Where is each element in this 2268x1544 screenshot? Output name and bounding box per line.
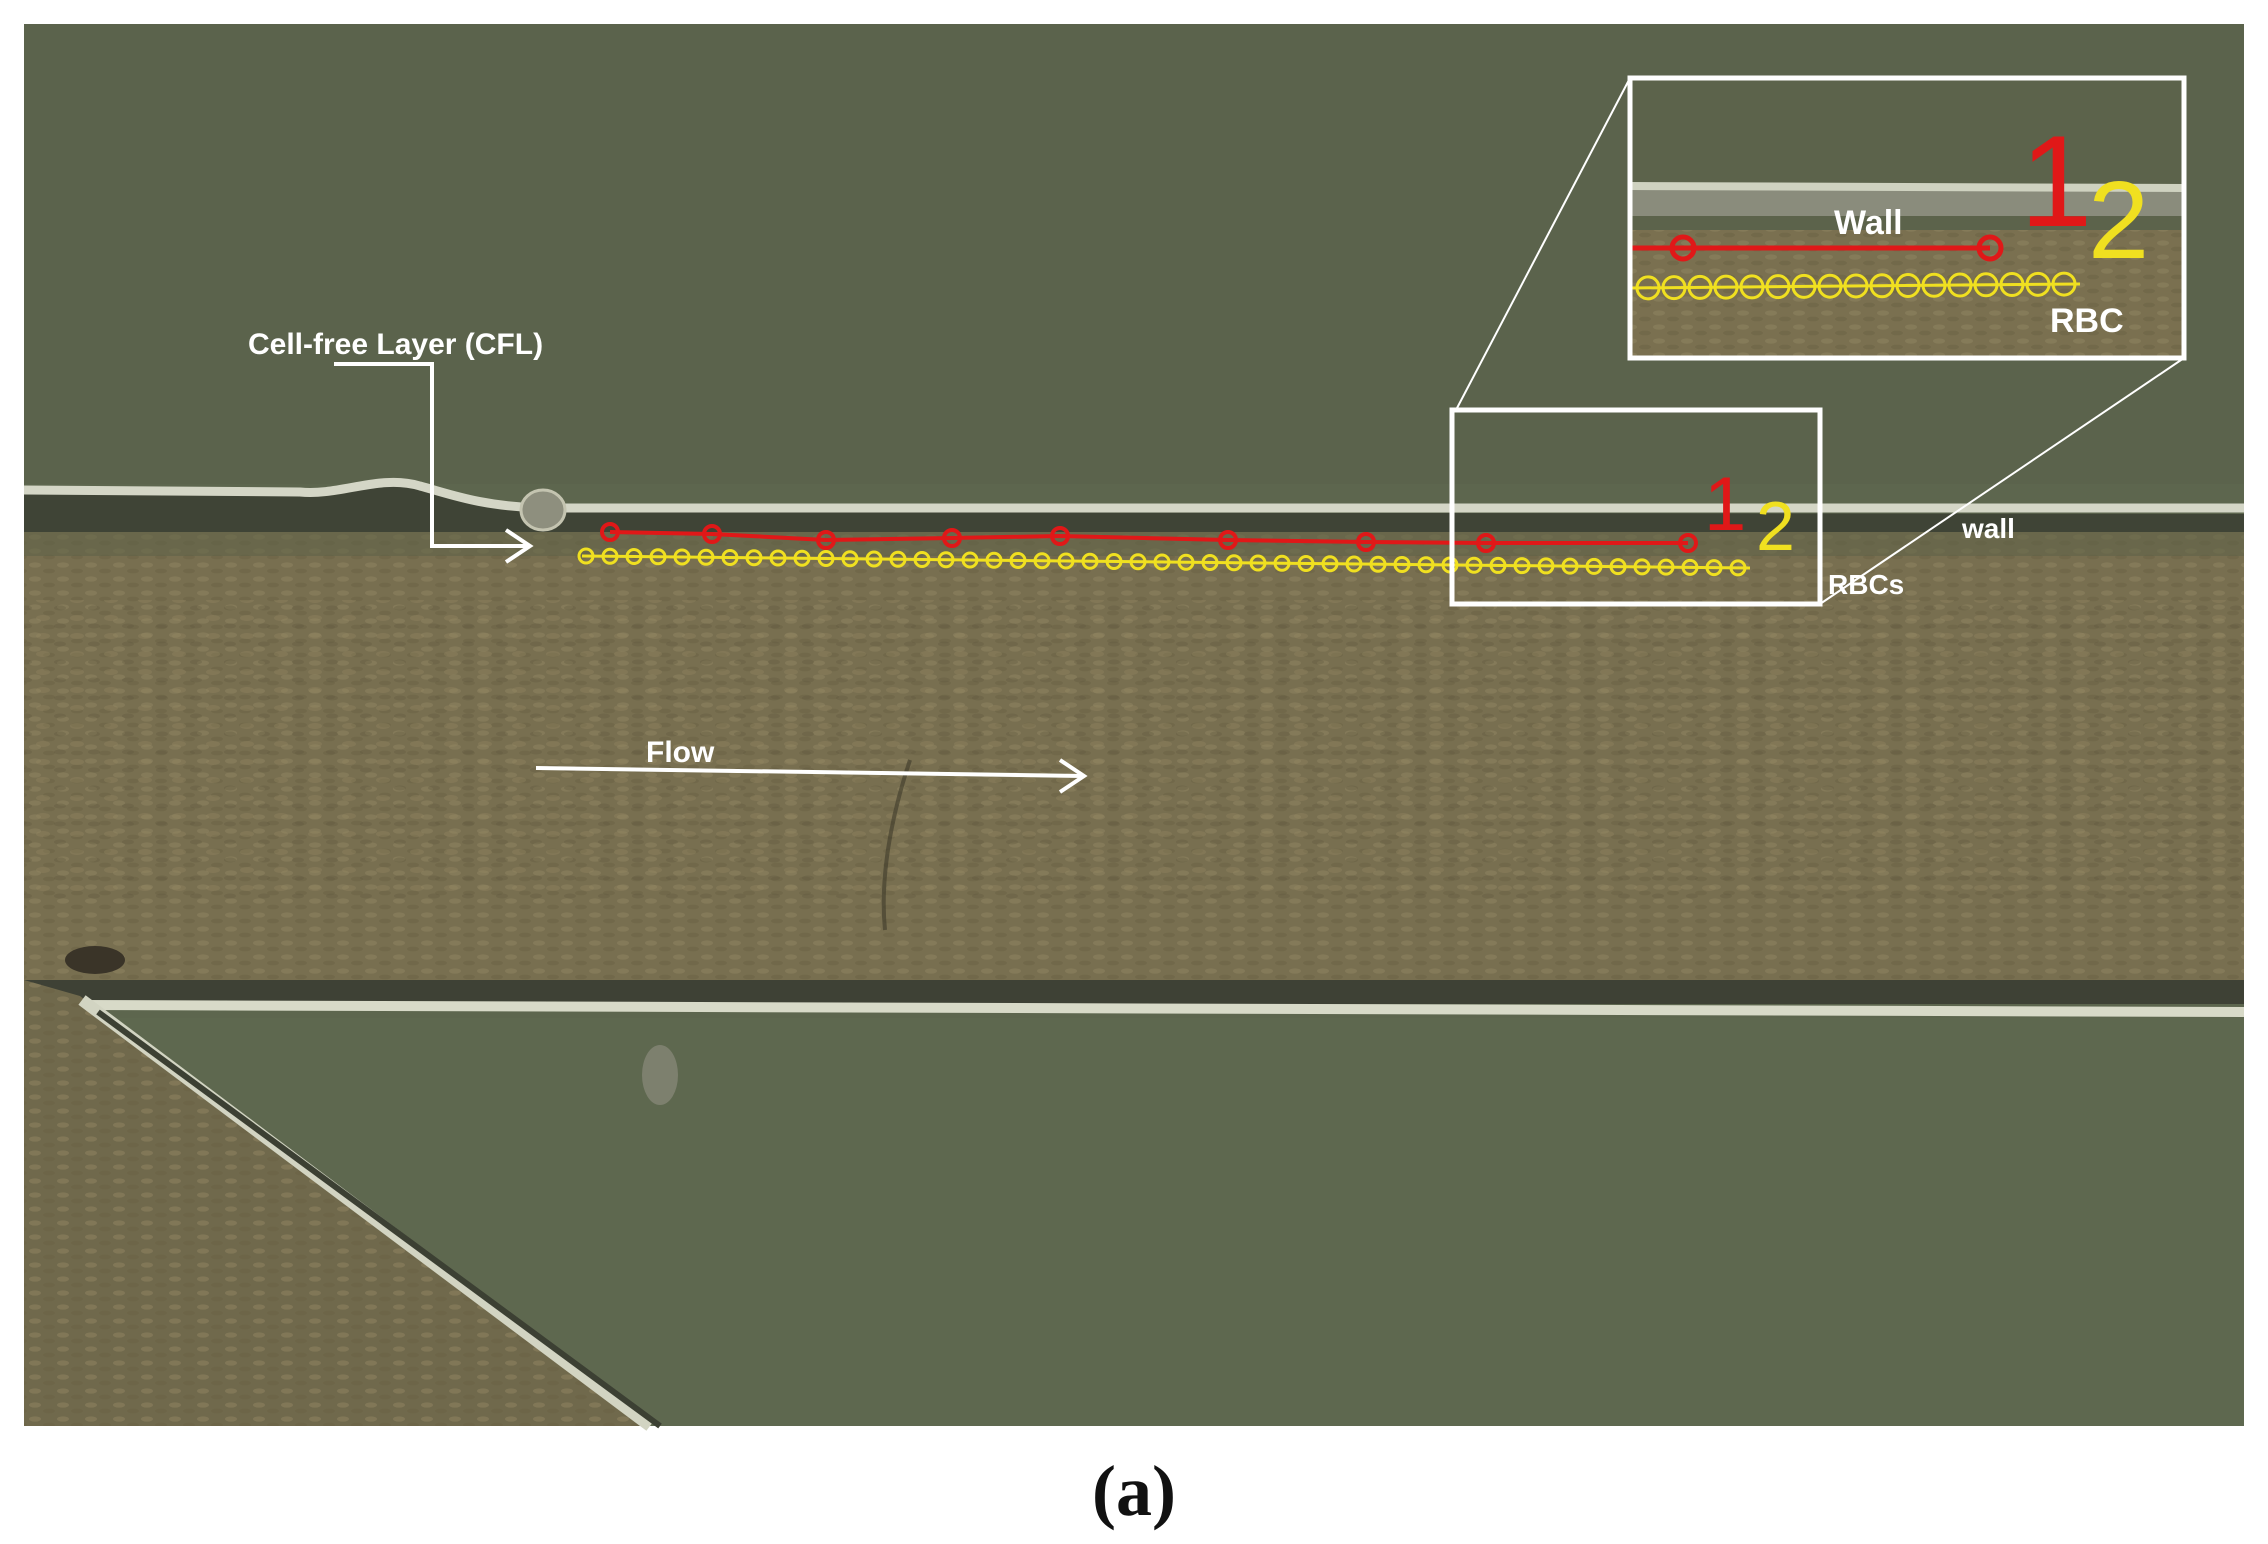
line-2-label: 2 — [1756, 487, 1795, 565]
wall-label: wall — [1961, 513, 2015, 544]
rbc-marker — [1105, 552, 1123, 570]
rbc-marker — [913, 551, 931, 569]
debris — [642, 1045, 678, 1105]
figure-caption: (a) — [0, 1450, 2268, 1533]
rbc-marker — [1321, 555, 1339, 573]
rbc-marker — [1225, 554, 1243, 572]
inset-rbc-marker — [2025, 271, 2051, 297]
caption-close-paren: ) — [1152, 1451, 1176, 1531]
rbc-marker — [1633, 558, 1651, 576]
rbc-marker — [937, 551, 955, 569]
rbc-marker — [1297, 554, 1315, 572]
inset-rbc-marker — [1999, 272, 2025, 298]
rbc-marker — [865, 550, 883, 568]
rbc-marker — [577, 547, 595, 565]
rbc-marker — [625, 548, 643, 566]
zoom-inset — [1630, 78, 2184, 358]
rbc-marker — [1489, 556, 1507, 574]
rbc-marker — [1201, 553, 1219, 571]
caption-letter: a — [1116, 1451, 1152, 1531]
inset-wall-label: Wall — [1834, 204, 1903, 242]
inset-rbc-marker — [2051, 271, 2077, 297]
inset-rbc-marker — [1869, 273, 1895, 299]
cfl-arrow — [334, 362, 528, 548]
rbc-marker — [985, 551, 1003, 569]
rbc-marker — [673, 548, 691, 566]
rbc-marker — [1369, 555, 1387, 573]
inset-rbc-marker — [1791, 273, 1817, 299]
rbc-marker — [1057, 552, 1075, 570]
rbc-marker — [793, 549, 811, 567]
rbc-marker — [1465, 556, 1483, 574]
inset-rbc-marker — [1687, 274, 1713, 300]
rbc-marker — [697, 548, 715, 566]
rbc-marker — [1417, 556, 1435, 574]
inset-line-1-label: 1 — [2020, 108, 2092, 254]
inset-rbc-marker — [1947, 272, 1973, 298]
rbc-marker — [1705, 559, 1723, 577]
rbc-marker — [1513, 557, 1531, 575]
rbc-marker — [961, 551, 979, 569]
inset-rbc-marker — [1973, 272, 1999, 298]
rbc-marker — [649, 548, 667, 566]
rbc-marker — [745, 549, 763, 567]
rbc-marker — [1561, 557, 1579, 575]
rbc-marker — [1129, 553, 1147, 571]
rbc-marker — [1033, 552, 1051, 570]
rbc-marker — [1009, 551, 1027, 569]
inset-rbc-marker — [1635, 275, 1661, 301]
rbc-marker — [1177, 553, 1195, 571]
rbc-marker — [1729, 559, 1747, 577]
rbc-marker — [1273, 554, 1291, 572]
caption-open-paren: ( — [1092, 1451, 1116, 1531]
inset-rbc-marker — [1921, 272, 1947, 298]
rbc-marker — [1345, 555, 1363, 573]
zoom-connector-left — [1455, 77, 1631, 411]
rbc-marker — [721, 549, 739, 567]
inset-rbc-marker — [1739, 274, 1765, 300]
rbcs-label: RBCs — [1828, 569, 1904, 600]
upper-wall — [24, 486, 2244, 532]
rbc-marker — [1249, 554, 1267, 572]
inset-rbc-marker — [1895, 272, 1921, 298]
rbc-marker — [1681, 558, 1699, 576]
rbc-marker — [1609, 558, 1627, 576]
red-trace-line-1 — [600, 522, 1698, 553]
rbc-marker — [769, 549, 787, 567]
inset-rbc-marker — [1661, 275, 1687, 301]
inset-line-2-label: 2 — [2088, 159, 2149, 282]
inset-rbc-label: RBC — [2050, 302, 2124, 340]
inset-rbc-marker — [1817, 273, 1843, 299]
inset-rbc-marker — [1713, 274, 1739, 300]
rbc-marker — [1537, 557, 1555, 575]
rbc-marker — [1393, 555, 1411, 573]
inset-rbc-marker — [1765, 274, 1791, 300]
bubble — [519, 488, 567, 532]
zoom-region-box — [1449, 407, 1823, 607]
zoom-connector-right — [1819, 357, 2185, 605]
rbc-marker — [1585, 557, 1603, 575]
rbc-marker — [841, 550, 859, 568]
cfl-label: Cell-free Layer (CFL) — [248, 328, 543, 361]
rbc-marker — [1153, 553, 1171, 571]
yellow-trace-line-2 — [577, 547, 1751, 577]
rbc-marker — [817, 550, 835, 568]
inset-rbc-marker — [1843, 273, 1869, 299]
flow-label: Flow — [646, 736, 715, 769]
rbc-marker — [601, 547, 619, 565]
rbc-marker — [1081, 552, 1099, 570]
rbc-marker — [889, 550, 907, 568]
rbc-marker — [1657, 558, 1675, 576]
flow-arrow — [535, 766, 1083, 778]
line-1-label: 1 — [1704, 462, 1746, 547]
